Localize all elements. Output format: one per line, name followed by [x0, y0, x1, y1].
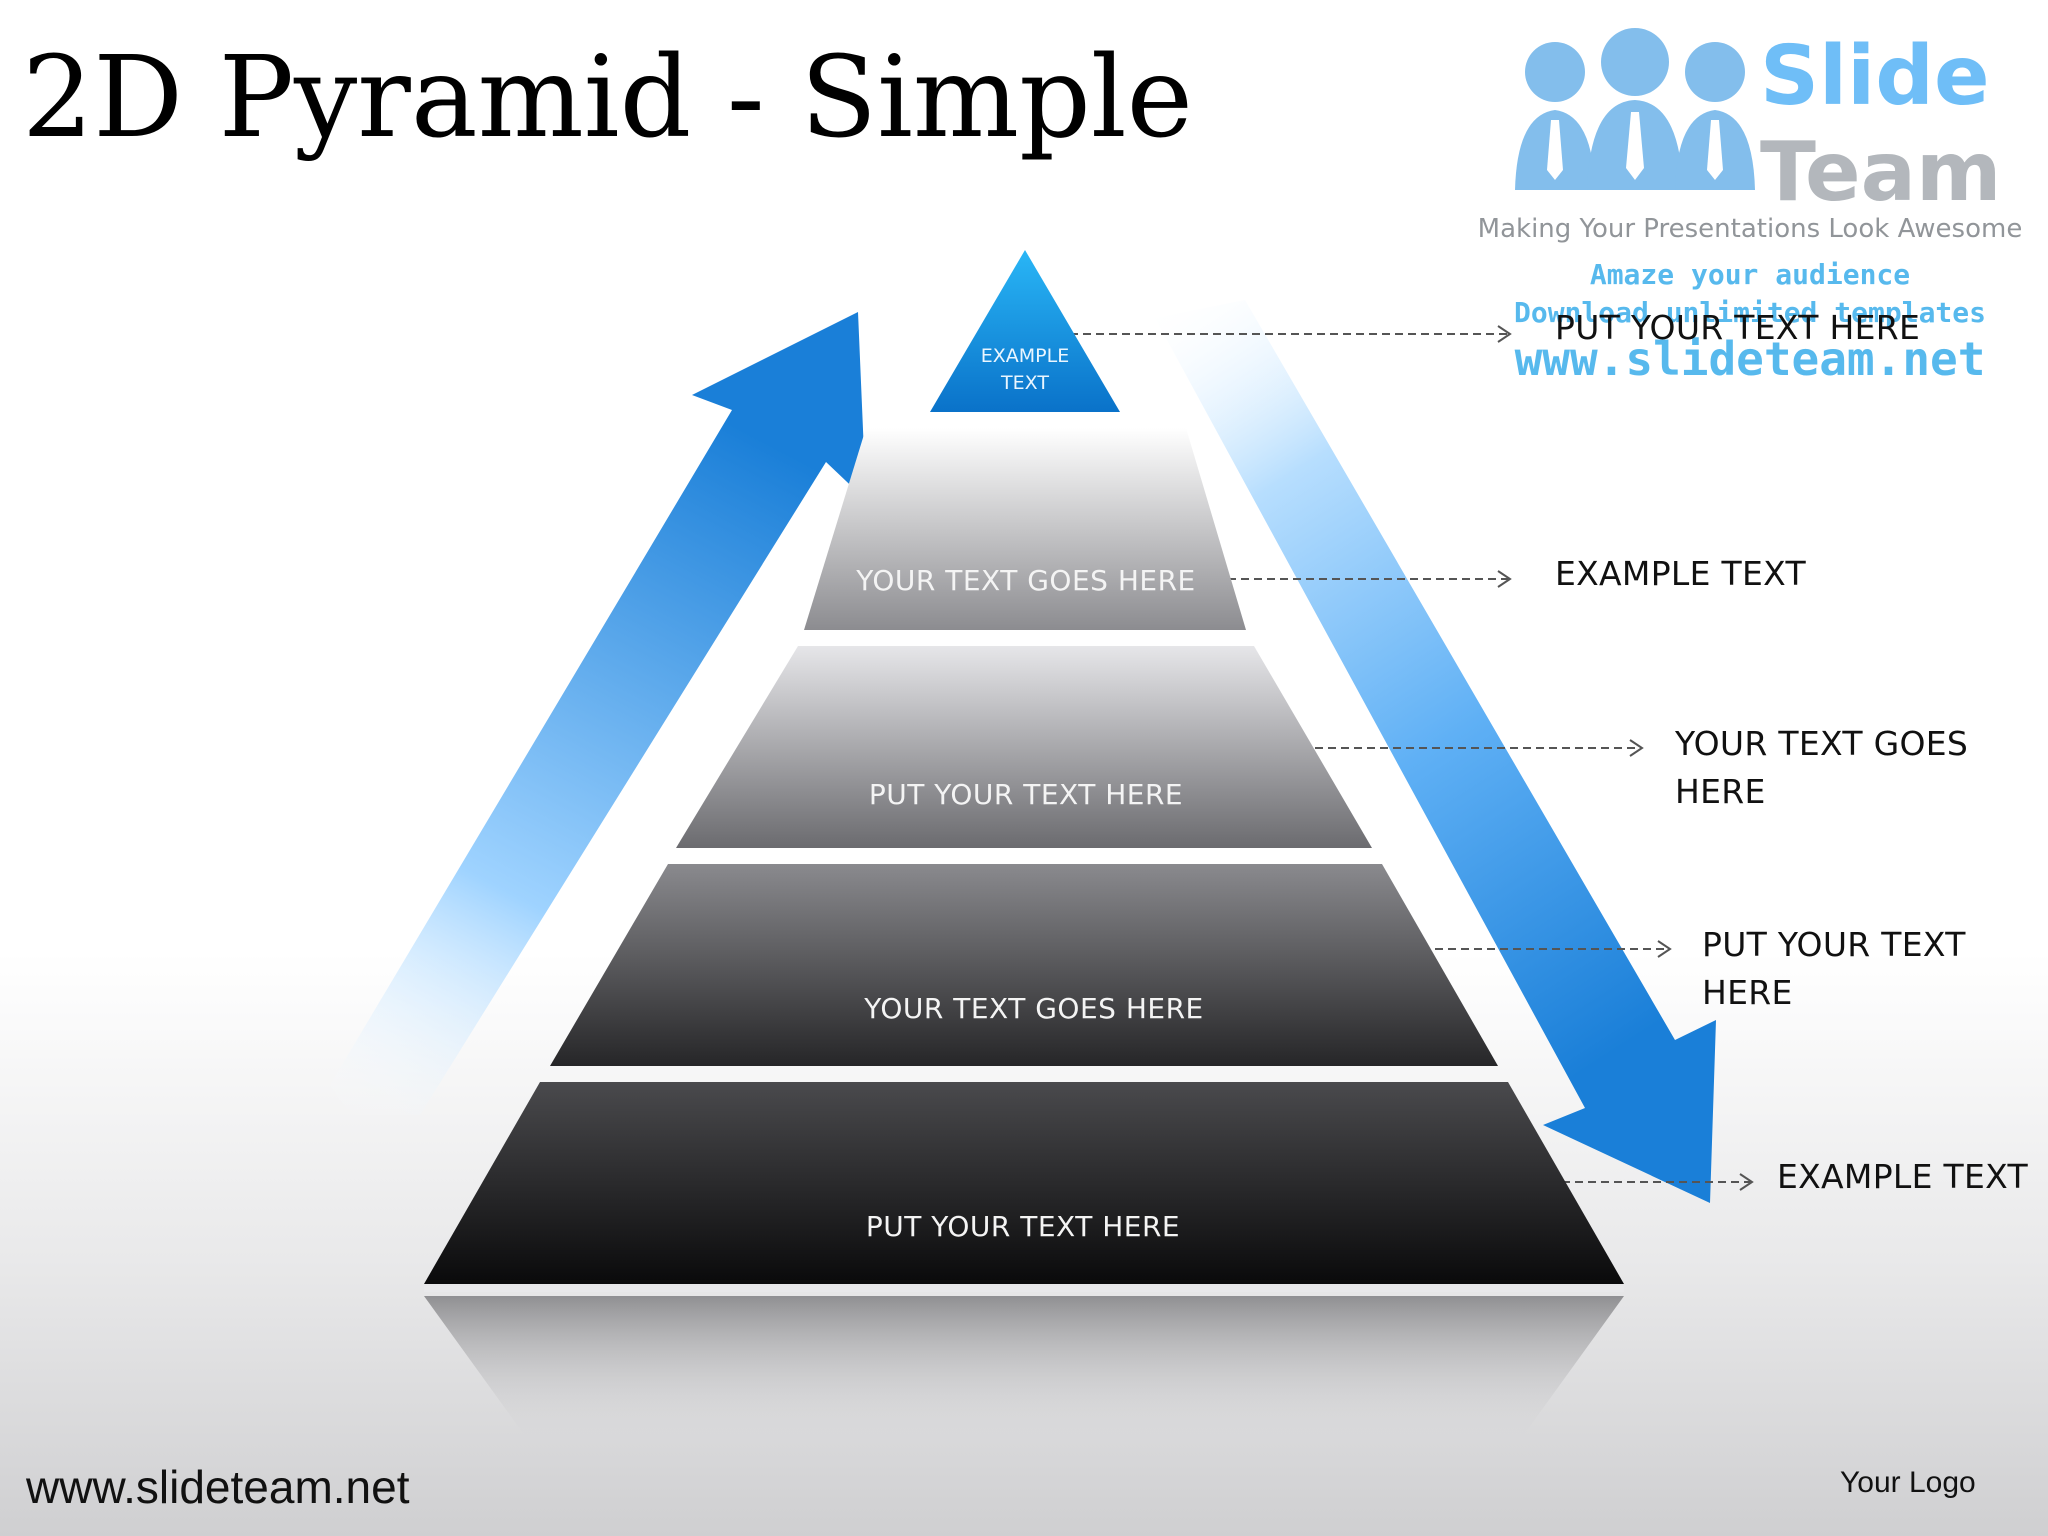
apex-label-line1: EXAMPLE: [980, 345, 1070, 367]
pyramid-base-line: [424, 1286, 1624, 1292]
side-label-4-line1: PUT YOUR TEXT: [1702, 925, 1966, 964]
tier-4-label: PUT YOUR TEXT HERE: [865, 1210, 1181, 1243]
side-label-3-line2: HERE: [1675, 772, 1766, 811]
logo-brand-slide: Slide: [1760, 29, 1990, 124]
side-label-4: PUT YOUR TEXT HERE: [1702, 921, 1966, 1017]
logo-promo-line1: Amaze your audience: [1589, 258, 1911, 291]
side-label-5: EXAMPLE TEXT: [1777, 1153, 2028, 1201]
logo-url: www.slideteam.net: [1514, 332, 1986, 386]
tier-1-label: YOUR TEXT GOES HERE: [856, 564, 1196, 597]
footer-logo-placeholder: Your Logo: [1840, 1466, 1976, 1499]
side-label-5-line1: EXAMPLE TEXT: [1777, 1157, 2028, 1196]
side-label-2: EXAMPLE TEXT: [1555, 550, 1806, 598]
tier-3-label: YOUR TEXT GOES HERE: [864, 992, 1204, 1025]
leader-lines: [1070, 325, 1754, 1191]
leader-arrowhead: [1739, 1173, 1754, 1191]
pyramid-reflection: [424, 1296, 1624, 1440]
footer-url: www.slideteam.net: [26, 1461, 410, 1513]
side-label-1: PUT YOUR TEXT HERE: [1555, 304, 1920, 352]
side-label-2-line1: EXAMPLE TEXT: [1555, 554, 1806, 593]
side-label-3-line1: YOUR TEXT GOES: [1675, 724, 1969, 763]
logo-tagline: Making Your Presentations Look Awesome: [1477, 214, 2023, 244]
leader-arrowhead: [1497, 570, 1512, 588]
logo-promo-line2: Download unlimited templates: [1513, 296, 1986, 329]
leader-arrowhead: [1497, 325, 1512, 343]
people-group-logo-icon: [1515, 28, 1755, 190]
pyramid-tier-3: [550, 864, 1498, 1066]
slide-title: 2D Pyramid - Simple: [22, 33, 1193, 163]
apex-label-line2: TEXT: [1001, 372, 1049, 394]
side-label-4-line2: HERE: [1702, 973, 1793, 1012]
tier-2-label: PUT YOUR TEXT HERE: [868, 778, 1184, 811]
watermark-logo: Slide Team Making Your Presentations Loo…: [1470, 20, 2030, 386]
side-label-1-line1: PUT YOUR TEXT HERE: [1555, 308, 1921, 347]
apex-label: EXAMPLE TEXT: [950, 343, 1100, 397]
pyramid-tier-1: [804, 428, 1246, 630]
logo-brand-team: Team: [1760, 125, 2002, 220]
leader-arrowhead: [1657, 940, 1672, 958]
pyramid-apex: [930, 250, 1120, 412]
pyramid-tier-4: [424, 1082, 1624, 1284]
pyramid-tier-2: [676, 646, 1372, 848]
side-label-3: YOUR TEXT GOES HERE: [1675, 720, 1968, 816]
up-arrow: [330, 312, 866, 1115]
leader-arrowhead: [1629, 739, 1644, 757]
down-arrow: [1155, 300, 1716, 1203]
